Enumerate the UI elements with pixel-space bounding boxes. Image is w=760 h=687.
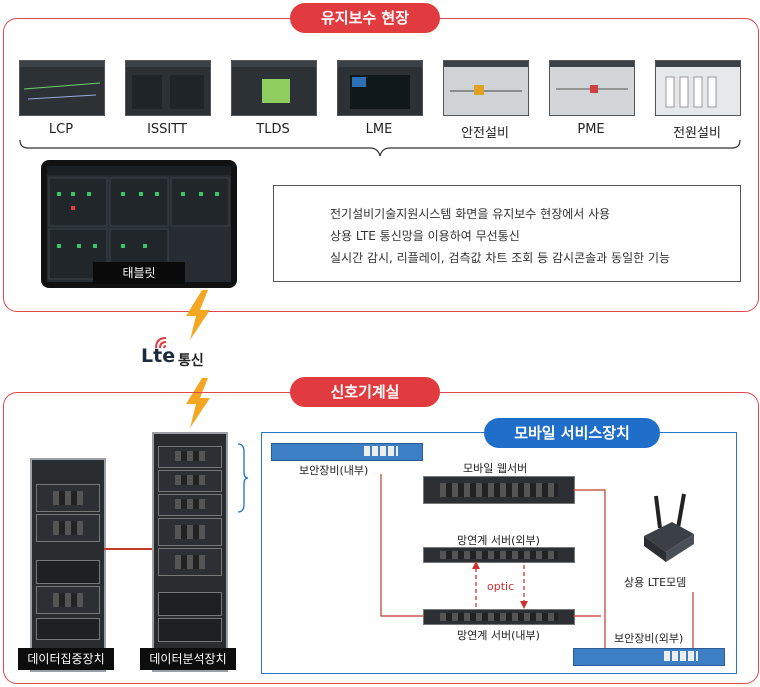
screenshot-lcp: [19, 60, 105, 116]
system-label-issitt: ISSITT: [147, 122, 187, 137]
screenshot-tlds: [231, 60, 317, 116]
rack-connector: [104, 548, 152, 550]
lightning-icon-upper: [186, 290, 210, 340]
lte-signal-icon: [155, 337, 167, 349]
field-title: 유지보수 현장: [290, 3, 440, 33]
lte-logo: Lte: [141, 345, 176, 367]
firewall-internal: [271, 443, 423, 461]
screenshot-safety: [443, 60, 529, 116]
mobile-connections: [380, 474, 694, 648]
tablet-device: 태블릿: [41, 160, 237, 288]
systems-brace: [19, 139, 741, 157]
label-optic: optic: [487, 580, 515, 593]
label-firewall-internal: 보안장비(내부): [299, 464, 369, 477]
lte-modem-icon: [644, 493, 694, 562]
mobile-web-server: [423, 476, 575, 504]
system-label-safety: 안전설비: [461, 126, 509, 141]
rack-label-collector: 데이터집중장치: [18, 648, 114, 670]
rack-data-analyzer: [152, 432, 228, 672]
room-title: 신호기계실: [290, 377, 440, 407]
link-server-internal: [423, 609, 575, 625]
info-box: 전기설비기술지원시스템 화면을 유지보수 현장에서 사용 상용 LTE 통신망을…: [273, 185, 741, 282]
label-firewall-external: 보안장비(외부): [614, 632, 684, 645]
system-label-pme: PME: [577, 122, 605, 137]
system-label-power: 전원설비: [673, 126, 721, 141]
system-label-tlds: TLDS: [256, 122, 290, 137]
screenshot-pme: [549, 60, 635, 116]
label-web-server: 모바일 웹서버: [463, 462, 528, 475]
label-link-external: 망연계 서버(외부): [457, 534, 540, 547]
info-line-3: 실시간 감시, 리플레이, 검측값 차트 조회 등 감시콘솔과 동일한 기능: [330, 251, 671, 265]
mobile-service-title: 모바일 서비스장치: [484, 418, 660, 448]
rack-data-collector: [30, 458, 106, 672]
lte-label: 통신: [178, 353, 204, 369]
firewall-external: [573, 648, 725, 666]
info-line-2: 상용 LTE 통신망을 이용하여 무선통신: [330, 229, 520, 243]
system-label-lcp: LCP: [48, 122, 74, 137]
lightning-icon-lower: [186, 378, 210, 428]
optic-link-arrows: [472, 561, 528, 609]
system-label-lme: LME: [365, 122, 393, 137]
screenshot-power: [655, 60, 741, 116]
tablet-label: 태블릿: [93, 262, 185, 284]
label-lte-modem: 상용 LTE모뎀: [624, 576, 687, 589]
link-server-external: [423, 547, 575, 563]
tablet-screen: [47, 166, 231, 282]
rack-brace: [237, 443, 249, 513]
info-line-1: 전기설비기술지원시스템 화면을 유지보수 현장에서 사용: [330, 207, 611, 221]
rack-label-analyzer: 데이터분석장치: [140, 648, 236, 670]
screenshot-lme: [337, 60, 423, 116]
screenshot-issitt: [125, 60, 211, 116]
label-link-internal: 망연계 서버(내부): [457, 629, 540, 642]
